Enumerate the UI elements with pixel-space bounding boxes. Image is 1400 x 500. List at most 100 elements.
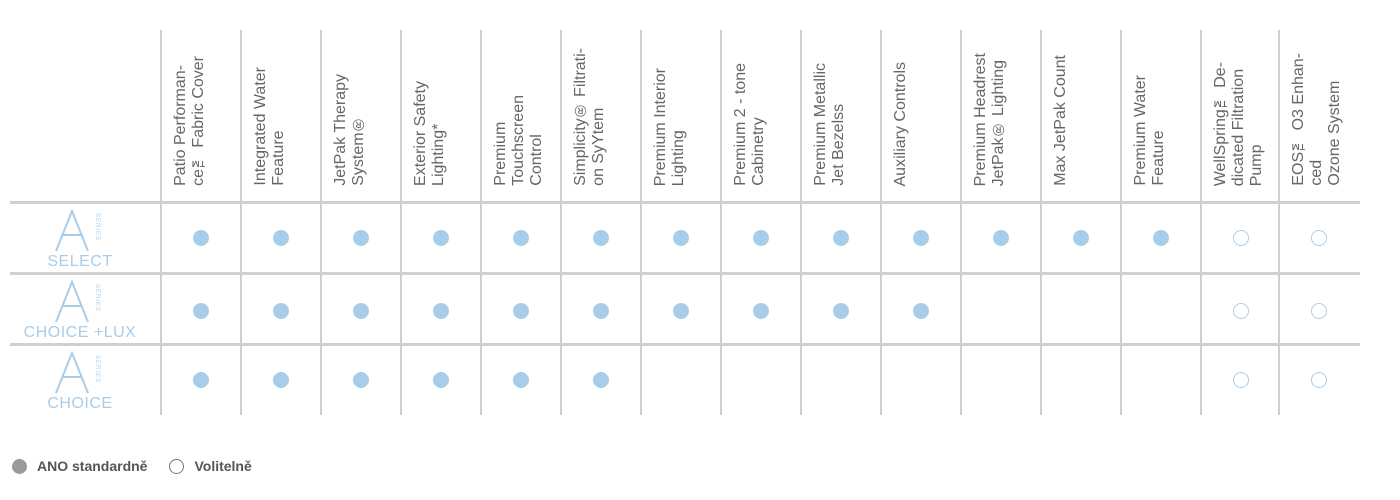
standard-dot bbox=[593, 303, 609, 319]
grid-vline bbox=[480, 30, 482, 415]
feature-header: Integrated Water Feature bbox=[240, 30, 320, 200]
grid-vline bbox=[400, 30, 402, 415]
feature-header-label: WellSpring™ De- dicated Filtration Pump bbox=[1212, 61, 1265, 186]
grid-vline bbox=[560, 30, 562, 415]
standard-dot bbox=[993, 230, 1009, 246]
standard-dot-icon bbox=[12, 458, 27, 474]
standard-dot bbox=[833, 230, 849, 246]
feature-header: Patio Performan- ce™ Fabric Cover bbox=[160, 30, 240, 200]
series-logo: SERIES SELECT bbox=[10, 204, 150, 274]
grid-hline bbox=[10, 343, 1360, 346]
feature-header: JetPak Therapy System® bbox=[320, 30, 400, 200]
standard-dot bbox=[433, 372, 449, 388]
standard-dot bbox=[673, 230, 689, 246]
standard-dot bbox=[593, 372, 609, 388]
standard-dot bbox=[273, 230, 289, 246]
standard-dot bbox=[1153, 230, 1169, 246]
feature-header: Premium 2 - tone Cabinetry bbox=[720, 30, 800, 200]
standard-dot bbox=[353, 372, 369, 388]
standard-dot bbox=[513, 303, 529, 319]
grid-vline bbox=[640, 30, 642, 415]
standard-dot bbox=[513, 372, 529, 388]
standard-dot bbox=[753, 230, 769, 246]
feature-header: Simplicity® Filtrati- on SyYtem bbox=[560, 30, 640, 200]
feature-header: EOS™ O3 Enhan- ced Ozone System bbox=[1278, 30, 1358, 200]
legend-optional-label: Volitelně bbox=[194, 458, 252, 474]
grid-vline bbox=[160, 30, 162, 415]
standard-dot bbox=[193, 230, 209, 246]
grid-hline bbox=[10, 201, 1360, 204]
a-series-logo-icon: SERIES bbox=[55, 209, 100, 252]
standard-dot bbox=[273, 303, 289, 319]
standard-dot bbox=[433, 303, 449, 319]
standard-dot bbox=[273, 372, 289, 388]
feature-header: Premium Interior Lighting bbox=[640, 30, 720, 200]
optional-dot bbox=[1311, 372, 1327, 388]
grid-vline bbox=[960, 30, 962, 415]
optional-dot bbox=[1311, 303, 1327, 319]
standard-dot bbox=[1073, 230, 1089, 246]
series-name: SELECT bbox=[47, 253, 113, 270]
standard-dot bbox=[513, 230, 529, 246]
feature-header-label: Premium Metallic Jet Bezelss bbox=[812, 63, 847, 186]
feature-header-label: Patio Performan- ce™ Fabric Cover bbox=[172, 56, 207, 186]
grid-vline bbox=[1120, 30, 1122, 415]
svg-text:SERIES: SERIES bbox=[94, 213, 100, 241]
feature-header-label: JetPak Therapy System® bbox=[332, 74, 367, 186]
feature-header: Premium Water Feature bbox=[1120, 30, 1200, 200]
standard-dot bbox=[193, 372, 209, 388]
feature-header: Auxiliary Controls bbox=[880, 30, 960, 200]
standard-dot bbox=[913, 230, 929, 246]
feature-header: Premium Headrest JetPak® Lighting bbox=[960, 30, 1040, 200]
series-name: CHOICE +LUX bbox=[23, 324, 137, 341]
standard-dot bbox=[353, 230, 369, 246]
standard-dot bbox=[353, 303, 369, 319]
feature-header: Premium Touchscreen Control bbox=[480, 30, 560, 200]
feature-header-label: Exterior Safety Lighting* bbox=[412, 81, 447, 186]
optional-dot bbox=[1233, 230, 1249, 246]
standard-dot bbox=[753, 303, 769, 319]
feature-header-label: Auxiliary Controls bbox=[892, 61, 909, 186]
series-logo: SERIES CHOICE bbox=[10, 346, 150, 416]
optional-dot bbox=[1233, 303, 1249, 319]
feature-header: Premium Metallic Jet Bezelss bbox=[800, 30, 880, 200]
grid-vline bbox=[240, 30, 242, 415]
feature-header-label: Simplicity® Filtrati- on SyYtem bbox=[572, 48, 607, 186]
optional-dot bbox=[1233, 372, 1249, 388]
optional-dot bbox=[1311, 230, 1327, 246]
a-series-logo-icon: SERIES bbox=[55, 280, 100, 323]
grid-vline bbox=[1278, 30, 1280, 415]
standard-dot bbox=[833, 303, 849, 319]
feature-header: WellSpring™ De- dicated Filtration Pump bbox=[1200, 30, 1280, 200]
series-name: CHOICE bbox=[47, 395, 113, 412]
grid-vline bbox=[720, 30, 722, 415]
optional-dot-icon bbox=[169, 458, 185, 474]
legend-standard-label: ANO standardně bbox=[37, 458, 148, 474]
standard-dot bbox=[913, 303, 929, 319]
feature-header-label: EOS™ O3 Enhan- ced Ozone System bbox=[1290, 53, 1343, 186]
standard-dot bbox=[673, 303, 689, 319]
feature-header-label: Premium Headrest JetPak® Lighting bbox=[972, 52, 1007, 186]
series-logo: SERIES CHOICE +LUX bbox=[10, 275, 150, 345]
standard-dot bbox=[193, 303, 209, 319]
grid-vline bbox=[800, 30, 802, 415]
grid-vline bbox=[1200, 30, 1202, 415]
a-series-logo-icon: SERIES bbox=[55, 351, 100, 394]
grid-hline bbox=[10, 272, 1360, 275]
feature-header: Max JetPak Count bbox=[1040, 30, 1120, 200]
grid-vline bbox=[320, 30, 322, 415]
grid-vline bbox=[880, 30, 882, 415]
feature-header-label: Premium Touchscreen Control bbox=[492, 95, 545, 186]
feature-header-label: Integrated Water Feature bbox=[252, 67, 287, 186]
feature-header-label: Premium 2 - tone Cabinetry bbox=[732, 63, 767, 186]
legend: ANO standardně Volitelně bbox=[12, 458, 252, 474]
standard-dot bbox=[433, 230, 449, 246]
feature-header-label: Premium Water Feature bbox=[1132, 75, 1167, 186]
feature-header: Exterior Safety Lighting* bbox=[400, 30, 480, 200]
feature-header-label: Max JetPak Count bbox=[1052, 55, 1069, 186]
grid-vline bbox=[1040, 30, 1042, 415]
svg-text:SERIES: SERIES bbox=[94, 355, 100, 383]
feature-header-label: Premium Interior Lighting bbox=[652, 67, 687, 186]
svg-text:SERIES: SERIES bbox=[94, 284, 100, 312]
standard-dot bbox=[593, 230, 609, 246]
